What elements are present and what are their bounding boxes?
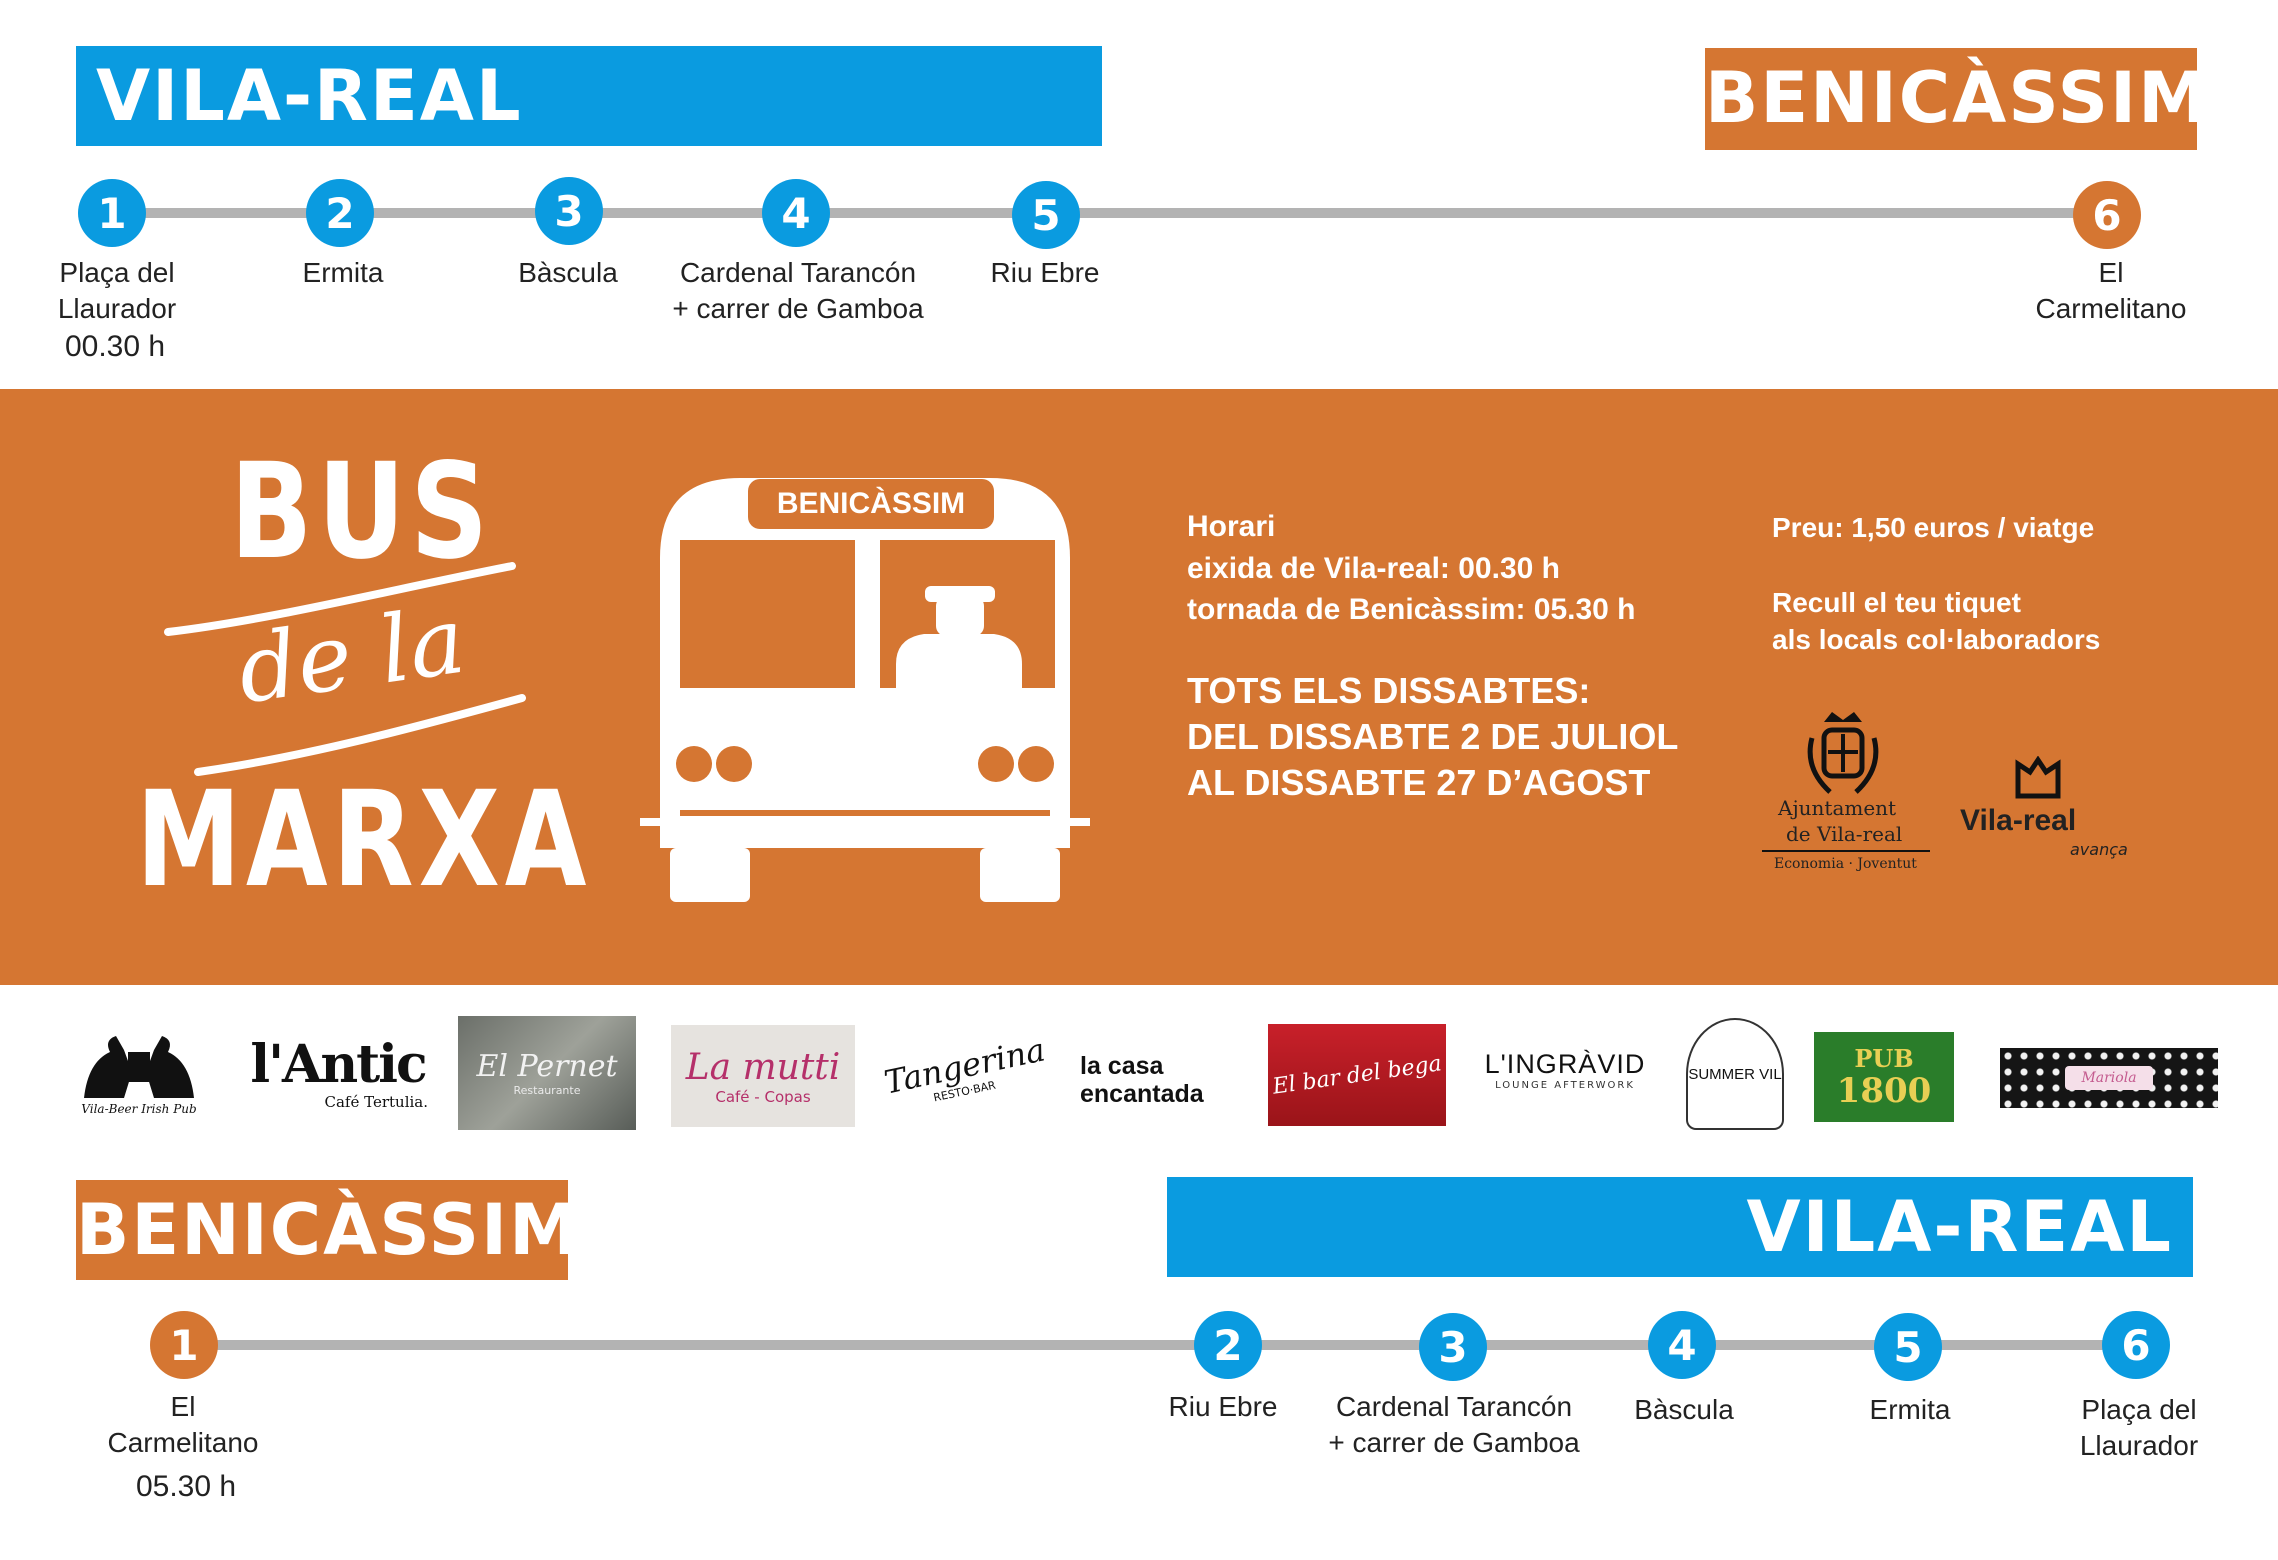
schedule-days-1: TOTS ELS DISSABTES:: [1187, 670, 1591, 711]
bus-destination-sign: BENICÀSSIM: [748, 479, 994, 529]
logo-word-marxa: MARXA: [136, 763, 592, 917]
vila-beer-horses-icon: [84, 1036, 194, 1098]
schedule-heading: Horari: [1187, 510, 1276, 543]
outbound-origin-banner: VILA-REAL: [76, 46, 1102, 146]
outbound-stop-1-label: Plaça del Llaurador: [57, 257, 177, 324]
return-origin-banner: BENICÀSSIM: [76, 1180, 579, 1280]
return-stop-3-label: Cardenal Tarancón + carrer de Gamboa: [1328, 1391, 1580, 1458]
sponsor-la-mutti: La mutti Café - Copas: [671, 1025, 855, 1127]
outbound-route-line: [110, 208, 2110, 218]
vila-real-brand-icon: [2015, 756, 2061, 799]
outbound-stop-3-label: Bàscula: [518, 257, 618, 288]
return-stop-5-label: Ermita: [1869, 1394, 1951, 1425]
ticket-info-1: Recull el teu tiquet: [1772, 587, 2021, 618]
schedule-return: tornada de Benicàssim: 05.30 h: [1187, 593, 1636, 626]
ajuntament-label-1: Ajuntament: [1778, 796, 1897, 820]
vila-real-brand: Vila-real: [1960, 804, 2077, 837]
outbound-stop-5-label: Riu Ebre: [990, 257, 1100, 288]
outbound-stop-1-marker: 1: [78, 179, 146, 247]
return-stop-1-marker: 1: [150, 1311, 218, 1379]
schedule-days-2: DEL DISSABTE 2 DE JULIOL: [1187, 716, 1679, 757]
return-destination-banner: VILA-REAL: [1167, 1177, 2193, 1277]
return-stop-1-label: El Carmelitano: [107, 1391, 259, 1458]
logo-swoosh-bottom: [194, 694, 526, 776]
bus-front-illustration: [640, 478, 1090, 902]
outbound-destination-banner: BENICÀSSIM: [1705, 48, 2208, 150]
outbound-stop-5-marker: 5: [1012, 181, 1080, 249]
outbound-stop-1-time: 00.30 h: [64, 330, 166, 363]
sponsor-mariola: Mariola: [2000, 1048, 2218, 1108]
outbound-stop-2-label: Ermita: [302, 257, 384, 288]
return-stop-1-time: 05.30 h: [135, 1470, 237, 1503]
outbound-stop-6-label: El Carmelitano: [2035, 257, 2187, 324]
ajuntament-label-2: de Vila-real: [1786, 822, 1903, 846]
price-text: Preu: 1,50 euros / viatge: [1772, 512, 2095, 543]
sponsor-tangerina: Tangerina RESTO·BAR: [881, 1029, 1049, 1104]
return-stop-3-marker: 3: [1419, 1313, 1487, 1381]
outbound-stop-4-label: Cardenal Tarancón + carrer de Gamboa: [672, 257, 924, 324]
return-stop-5-marker: 5: [1874, 1313, 1942, 1381]
outbound-stop-2-marker: 2: [306, 179, 374, 247]
return-destination-label: VILA-REAL: [1746, 1186, 2173, 1268]
outbound-stop-3-marker: 3: [535, 177, 603, 245]
return-stop-6-marker: 6: [2102, 1311, 2170, 1379]
schedule-departure: eixida de Vila-real: 00.30 h: [1187, 552, 1560, 585]
sponsor-la-casa-encantada: la casa encantada: [1080, 1052, 1204, 1108]
ajuntament-divider: [1762, 850, 1930, 852]
return-stop-2-label: Riu Ebre: [1168, 1391, 1278, 1422]
sponsor-el-bar-del-bega: El bar del bega: [1268, 1024, 1446, 1126]
sponsor-summer-vil: SUMMER VIL: [1686, 1018, 1784, 1130]
schedule-days-3: AL DISSABTE 27 D’AGOST: [1187, 762, 1651, 803]
ajuntament-dept: Economia · Joventut: [1774, 856, 1917, 872]
ticket-info-2: als locals col·laboradors: [1772, 624, 2101, 655]
info-band: [0, 389, 2278, 985]
logo-word-bus: BUS: [230, 435, 494, 589]
logo-swoosh-top: [164, 562, 516, 636]
sponsor-el-pernet: El Pernet Restaurante: [458, 1016, 636, 1130]
outbound-stop-4-marker: 4: [762, 179, 830, 247]
return-origin-label: BENICÀSSIM: [76, 1189, 581, 1271]
return-stop-6-label: Plaça del Llaurador: [2079, 1394, 2199, 1461]
ajuntament-crest-icon: [1807, 712, 1879, 794]
sponsor-lantic: l'Antic Café Tertulia.: [250, 1034, 428, 1112]
return-stop-4-marker: 4: [1648, 1311, 1716, 1379]
return-stop-4-label: Bàscula: [1634, 1394, 1734, 1425]
vila-real-brand-sub: avança: [2070, 840, 2128, 859]
sponsor-pub-1800: PUB 1800: [1814, 1032, 1954, 1122]
outbound-destination-label: BENICÀSSIM: [1705, 57, 2210, 139]
sponsor-vila-beer: Vila-Beer Irish Pub: [56, 1018, 222, 1130]
return-stop-2-marker: 2: [1194, 1311, 1262, 1379]
return-route-line: [184, 1340, 2134, 1350]
sponsor-lingravid: L'INGRÀVID LOUNGE AFTERWORK: [1484, 1049, 1646, 1091]
outbound-origin-label: VILA-REAL: [96, 55, 523, 137]
outbound-stop-6-marker: 6: [2073, 181, 2141, 249]
